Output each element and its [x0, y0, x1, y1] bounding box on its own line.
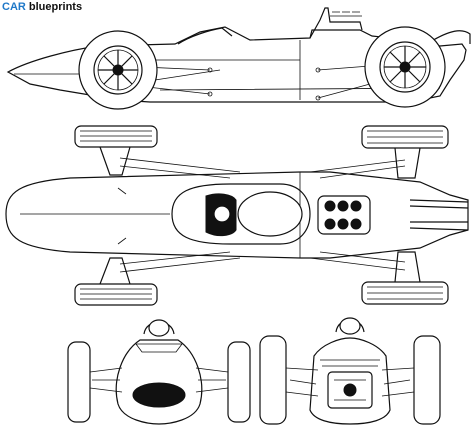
- rear-body: [309, 337, 391, 425]
- rear-suspension: [285, 367, 415, 397]
- top-cockpit: [171, 183, 311, 245]
- rear-details: [320, 359, 380, 401]
- front-body: [115, 339, 203, 425]
- side-pivot-3: [315, 67, 321, 73]
- tire-treads: [80, 130, 443, 300]
- logo-brand: CAR: [2, 1, 26, 13]
- side-suspension: [119, 65, 371, 99]
- rear-left-tire: [259, 335, 287, 425]
- top-suspension: [119, 157, 406, 273]
- top-nose-marks: [117, 187, 127, 245]
- side-intakes: [330, 11, 362, 17]
- side-pivot-2: [207, 91, 213, 97]
- top-exhausts: [409, 199, 469, 231]
- top-rear-uprights: [394, 147, 421, 283]
- rear-right-tire: [413, 335, 441, 425]
- side-pivot-4: [315, 95, 321, 101]
- top-front-right-tire: [74, 283, 158, 306]
- side-exhaust: [429, 30, 471, 44]
- top-view: [5, 125, 469, 306]
- side-rear-wheel: [364, 26, 446, 108]
- side-engine-cover: [309, 7, 363, 39]
- front-left-tire: [67, 341, 91, 423]
- rear-view: [259, 317, 441, 425]
- side-view: [6, 7, 471, 110]
- top-engine-intakes: [324, 200, 362, 230]
- side-pivot-1: [207, 67, 213, 73]
- front-driver-helmet: [148, 319, 170, 337]
- front-air-intake: [132, 382, 186, 408]
- top-headrest-window: [237, 191, 303, 237]
- rear-diff: [343, 383, 357, 397]
- front-view: [67, 319, 251, 425]
- carblueprints-logo: CAR blueprints: [2, 1, 82, 13]
- side-front-wheel: [78, 30, 158, 110]
- front-right-tire: [227, 341, 251, 423]
- side-body-lines: [14, 40, 441, 100]
- top-body-outline: [5, 171, 469, 259]
- front-suspension: [89, 367, 229, 393]
- rear-driver-helmet: [339, 317, 361, 335]
- top-front-left-tire: [74, 125, 158, 148]
- top-steering-wheel: [213, 205, 231, 223]
- front-windscreen: [135, 343, 183, 353]
- logo-suffix: blueprints: [28, 1, 83, 13]
- side-windscreen: [177, 27, 233, 45]
